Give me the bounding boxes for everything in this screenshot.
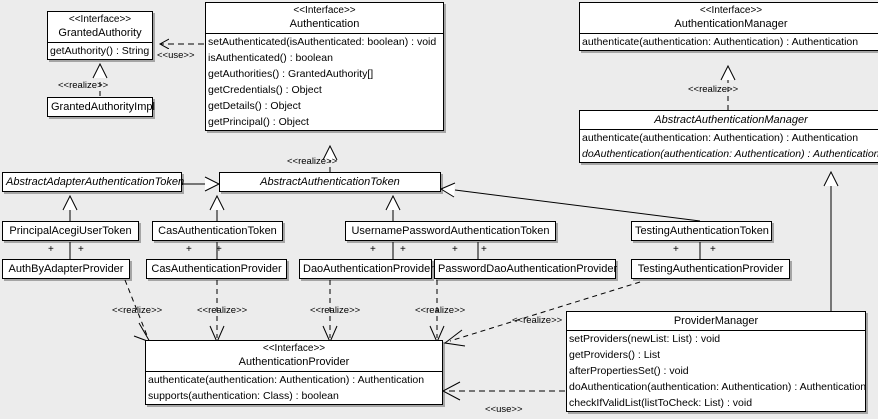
class-header: <<Interface>> AuthenticationManager — [580, 3, 878, 33]
class-name: TestingAuthenticationToken — [635, 225, 769, 237]
stereotype-label: <<Interface>> — [68, 14, 132, 25]
class-name: AuthByAdapterProvider — [8, 263, 124, 275]
multiplicity-plus: + — [400, 244, 406, 255]
class-name: CasAuthenticationToken — [158, 225, 277, 237]
multiplicity-plus: + — [452, 244, 458, 255]
edge-label-realize-casauthenticationprovider: <<realize>> — [197, 305, 248, 316]
class-header: ProviderManager — [567, 312, 865, 330]
method-item: authenticate(authentication: Authenticat… — [582, 36, 859, 48]
method-item: getPrincipal() : Object — [208, 116, 309, 128]
class-box-dao-authentication-provider[interactable]: DaoAuthenticationProvider — [299, 259, 434, 279]
method-compartment: authenticate(authentication: Authenticat… — [580, 33, 878, 50]
stereotype-label: <<Interface>> — [699, 5, 763, 16]
multiplicity-plus: + — [710, 244, 716, 255]
class-box-testing-authentication-provider[interactable]: TestingAuthenticationProvider — [631, 259, 790, 279]
edge-label-use-authentication-grantedauthority: <<use>> — [157, 50, 195, 61]
method-item: doAuthentication(authentication: Authent… — [569, 381, 867, 393]
class-box-username-password-authentication-token[interactable]: UsernamePasswordAuthenticationToken — [345, 221, 556, 241]
method-item: getAuthorities() : GrantedAuthority[] — [208, 68, 374, 80]
class-name: UsernamePasswordAuthenticationToken — [351, 225, 550, 237]
multiplicity-plus: + — [370, 244, 376, 255]
class-box-abstract-authentication-manager[interactable]: AbstractAuthenticationManager authentica… — [579, 110, 878, 163]
class-box-testing-authentication-token[interactable]: TestingAuthenticationToken — [631, 221, 772, 241]
class-box-abstract-adapter-authentication-token[interactable]: AbstractAdapterAuthenticationToken — [2, 172, 185, 192]
class-name: ProviderManager — [673, 315, 759, 327]
class-box-authentication-manager[interactable]: <<Interface>> AuthenticationManager auth… — [579, 2, 878, 51]
class-box-authentication[interactable]: <<Interface>> Authentication setAuthenti… — [205, 2, 444, 131]
class-name: AbstractAdapterAuthenticationToken — [6, 176, 185, 188]
class-box-abstract-authentication-token[interactable]: AbstractAuthenticationToken — [219, 172, 441, 192]
class-box-cas-authentication-token[interactable]: CasAuthenticationToken — [152, 221, 283, 241]
class-box-cas-authentication-provider[interactable]: CasAuthenticationProvider — [146, 259, 287, 279]
class-header: <<Interface>> Authentication — [206, 3, 443, 33]
method-item: doAuthentication(authentication: Authent… — [582, 148, 878, 160]
class-box-granted-authority[interactable]: <<Interface>> GrantedAuthority getAuthor… — [47, 11, 153, 60]
method-item: isAuthenticated() : boolean — [208, 52, 333, 64]
class-header: AbstractAuthenticationManager — [580, 111, 878, 129]
multiplicity-plus: + — [216, 244, 222, 255]
class-name: GrantedAuthority — [58, 27, 142, 39]
class-name: PrincipalAcegiUserToken — [9, 225, 132, 237]
stereotype-label: <<Interface>> — [262, 343, 326, 354]
class-name: AbstractAuthenticationManager — [654, 114, 808, 126]
edge-label-realize-abstractauthenticationmanager: <<realize>> — [688, 84, 739, 95]
class-name: DaoAuthenticationProvider — [303, 263, 434, 275]
method-compartment: setProviders(newList: List) : void getPr… — [567, 330, 867, 411]
multiplicity-plus: + — [78, 244, 84, 255]
edge-label-realize-daoauthenticationprovider: <<realize>> — [310, 305, 361, 316]
class-box-authentication-provider[interactable]: <<Interface>> AuthenticationProvider aut… — [145, 340, 443, 405]
method-compartment: setAuthenticated(isAuthenticated: boolea… — [206, 33, 443, 130]
class-name: AuthenticationProvider — [238, 356, 350, 368]
class-name: AbstractAuthenticationToken — [260, 176, 400, 188]
edge-label-realize-authbyadapterprovider: <<realize>> — [112, 305, 163, 316]
class-box-password-dao-authentication-provider[interactable]: PasswordDaoAuthenticationProvider — [434, 259, 618, 279]
method-item: checkIfValidList(listToCheck: List) : vo… — [569, 397, 753, 409]
method-item: setProviders(newList: List) : void — [569, 333, 721, 345]
stereotype-label: <<Interface>> — [293, 5, 356, 16]
multiplicity-plus: + — [186, 244, 192, 255]
class-name: Authentication — [289, 18, 360, 30]
method-item: getCredentials() : Object — [208, 84, 322, 96]
class-name: TestingAuthenticationProvider — [637, 263, 784, 275]
edge-label-use-providermanager-authenticationprovider: <<use>> — [485, 404, 523, 415]
method-item: authenticate(authentication: Authenticat… — [148, 374, 425, 386]
class-box-granted-authority-impl[interactable]: GrantedAuthorityImpl — [47, 97, 155, 117]
method-item: getDetails() : Object — [208, 100, 301, 112]
method-item: afterPropertiesSet() : void — [569, 365, 689, 377]
method-compartment: getAuthority() : String — [48, 42, 152, 59]
edge-label-realize-passworddaoauthenticationprovider: <<realize>> — [415, 305, 466, 316]
class-header: <<Interface>> AuthenticationProvider — [146, 341, 442, 371]
method-compartment: authenticate(authentication: Authenticat… — [580, 129, 878, 162]
multiplicity-plus: + — [481, 244, 487, 255]
method-item: getProviders() : List — [569, 349, 661, 361]
method-compartment: authenticate(authentication: Authenticat… — [146, 371, 442, 404]
method-item: setAuthenticated(isAuthenticated: boolea… — [208, 36, 437, 48]
edge-label-realize-grantedauthorityimpl: <<realize>> — [58, 80, 109, 91]
edge-label-realize-abstractauthenticationtoken: <<realize>> — [287, 156, 338, 167]
class-name: GrantedAuthorityImpl — [51, 101, 155, 113]
class-box-auth-by-adapter-provider[interactable]: AuthByAdapterProvider — [2, 259, 130, 279]
class-box-principal-acegi-user-token[interactable]: PrincipalAcegiUserToken — [2, 221, 139, 241]
method-item: getAuthority() : String — [50, 45, 150, 57]
method-item: supports(authentication: Class) : boolea… — [148, 390, 339, 402]
method-item: authenticate(authentication: Authenticat… — [582, 132, 859, 144]
class-header: <<Interface>> GrantedAuthority — [48, 12, 152, 42]
class-box-provider-manager[interactable]: ProviderManager setProviders(newList: Li… — [566, 311, 866, 412]
multiplicity-plus: + — [673, 244, 679, 255]
class-name: PasswordDaoAuthenticationProvider — [438, 263, 618, 275]
multiplicity-plus: + — [48, 244, 54, 255]
class-name: CasAuthenticationProvider — [151, 263, 282, 275]
class-name: AuthenticationManager — [674, 18, 788, 30]
edge-label-realize-testingauthenticationprovider: <<realize>> — [512, 315, 563, 326]
